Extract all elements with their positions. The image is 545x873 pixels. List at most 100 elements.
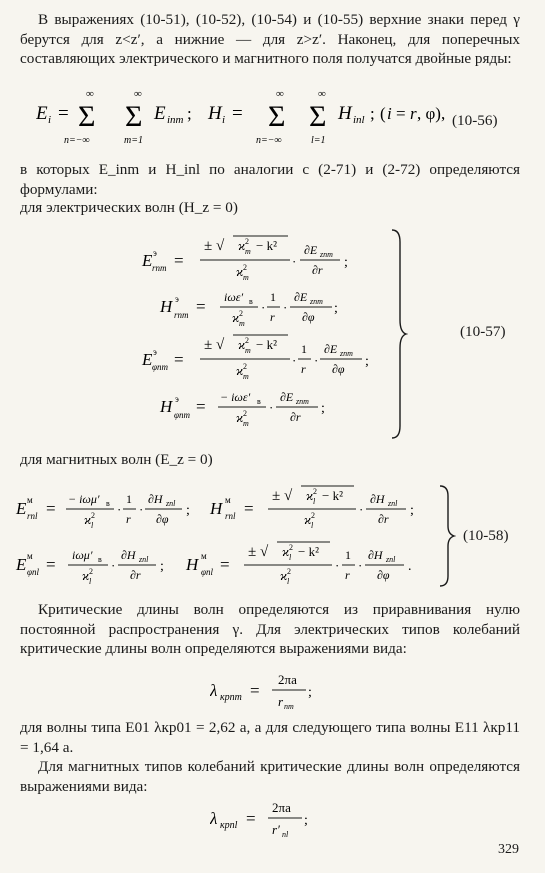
svg-text:∂r: ∂r	[378, 512, 389, 526]
svg-text:± √: ± √	[204, 238, 225, 254]
svg-text:l: l	[311, 521, 314, 530]
svg-text:inm: inm	[167, 114, 184, 126]
svg-text:l: l	[91, 521, 94, 530]
svg-text:·: ·	[292, 353, 296, 368]
svg-text:i: i	[222, 114, 225, 126]
brace-10-58	[436, 484, 457, 593]
svg-text:·: ·	[335, 558, 339, 573]
equation-10-57-number: (10-57)	[460, 323, 506, 340]
svg-text:·: ·	[111, 558, 115, 573]
svg-text:ϰ: ϰ	[238, 238, 245, 253]
svg-text:∞: ∞	[276, 88, 284, 100]
svg-text:H: H	[159, 297, 174, 316]
svg-text:·: ·	[292, 254, 296, 269]
svg-text:znl: znl	[165, 499, 176, 508]
svg-text:2: 2	[287, 567, 291, 576]
svg-text:λ: λ	[210, 681, 217, 700]
svg-text:znm: znm	[309, 297, 323, 306]
svg-text:m: m	[245, 247, 251, 256]
svg-text:r′: r′	[272, 822, 280, 837]
svg-text:l: l	[287, 577, 290, 586]
svg-text:=: =	[220, 555, 230, 574]
svg-text:;: ;	[186, 503, 190, 518]
svg-text:Σ: Σ	[78, 100, 95, 133]
svg-text:r: r	[126, 512, 131, 526]
svg-text:± √: ± √	[248, 544, 269, 560]
svg-text:∂H: ∂H	[368, 548, 384, 562]
svg-text:∂E: ∂E	[294, 290, 308, 304]
paragraph-3-text: Критические длины волн определяются из п…	[20, 601, 520, 657]
svg-text:1: 1	[345, 548, 351, 562]
svg-text:E: E	[141, 251, 153, 270]
electric-waves-label: для электрических волн (H_z = 0)	[20, 199, 238, 216]
svg-text:E: E	[15, 555, 27, 574]
brace-10-57	[388, 228, 409, 445]
svg-text:ϰ: ϰ	[306, 488, 313, 503]
equation-10-56: E i = ∞ Σ n=−∞ ∞ Σ m=1 E inm ; H i = ∞ Σ…	[35, 85, 506, 154]
svg-text:znl: znl	[385, 555, 396, 564]
svg-text:(: (	[380, 104, 386, 123]
svg-text:∞: ∞	[134, 88, 142, 100]
svg-text:Σ: Σ	[268, 100, 285, 133]
svg-text:∂H: ∂H	[121, 548, 137, 562]
svg-text:m: m	[243, 372, 249, 381]
svg-text:l=1: l=1	[311, 135, 326, 146]
svg-text:− k²: − k²	[322, 488, 343, 503]
svg-text:2πa: 2πa	[272, 800, 291, 815]
paragraph-4-text: для волны типа E01 λкр01 = 2,62 a, а для…	[20, 719, 520, 756]
svg-text:m: m	[239, 319, 245, 328]
svg-text:в: в	[98, 555, 102, 564]
svg-text:∂r: ∂r	[130, 568, 141, 582]
svg-text:H: H	[337, 103, 353, 124]
svg-text:znm: znm	[339, 349, 353, 358]
svg-text:r: r	[278, 694, 284, 709]
paragraph-1-text: В выражениях (10-51), (10-52), (10-54) и…	[20, 11, 520, 67]
svg-text:2: 2	[89, 567, 93, 576]
svg-text:2: 2	[243, 409, 247, 418]
svg-text:·: ·	[117, 502, 121, 517]
svg-text:1: 1	[270, 290, 276, 304]
svg-text:=: =	[396, 104, 406, 123]
svg-text:∞: ∞	[86, 88, 94, 100]
svg-text:ϰ: ϰ	[236, 410, 243, 425]
svg-text:крnm: крnm	[220, 692, 242, 703]
svg-text:∂E: ∂E	[324, 342, 338, 356]
svg-text:znl: znl	[138, 555, 149, 564]
svg-text:, φ),: , φ),	[417, 104, 445, 123]
svg-text:м: м	[27, 495, 33, 505]
svg-text:l: l	[89, 577, 92, 586]
svg-text:·: ·	[283, 300, 287, 315]
svg-text:rnm: rnm	[152, 263, 167, 273]
svg-text:φnm: φnm	[174, 410, 190, 420]
svg-text:·: ·	[314, 353, 318, 368]
svg-text:m: m	[243, 273, 249, 282]
svg-text:крnl: крnl	[220, 820, 238, 831]
svg-text:м: м	[27, 551, 33, 561]
svg-text:2: 2	[243, 362, 247, 371]
equation-10-58-number: (10-58)	[463, 527, 509, 544]
svg-text:ϰ: ϰ	[304, 512, 311, 527]
magnetic-waves-label: для магнитных волн (E_z = 0)	[20, 451, 213, 468]
svg-text:=: =	[46, 499, 56, 518]
svg-text:∂E: ∂E	[280, 390, 294, 404]
svg-text:− k²: − k²	[256, 238, 277, 253]
svg-text:− iωε′: − iωε′	[220, 390, 251, 404]
svg-text:м: м	[201, 551, 207, 561]
svg-text:r: r	[345, 568, 350, 582]
svg-text:ϰ: ϰ	[282, 544, 289, 559]
svg-text:∂φ: ∂φ	[332, 362, 345, 376]
svg-text:·: ·	[139, 502, 143, 517]
svg-text:H: H	[159, 397, 174, 416]
svg-text:n=−∞: n=−∞	[64, 135, 90, 146]
svg-text:·: ·	[358, 558, 362, 573]
svg-text:м: м	[225, 495, 231, 505]
svg-text:E: E	[141, 350, 153, 369]
svg-text:э: э	[175, 394, 179, 404]
svg-text:=: =	[250, 681, 260, 700]
svg-text:r: r	[270, 310, 275, 324]
svg-text:λ: λ	[210, 809, 217, 828]
svg-text:в: в	[106, 499, 110, 508]
svg-text:m: m	[245, 346, 251, 355]
paragraph-4: для волны типа E01 λкр01 = 2,62 a, а для…	[20, 718, 520, 757]
